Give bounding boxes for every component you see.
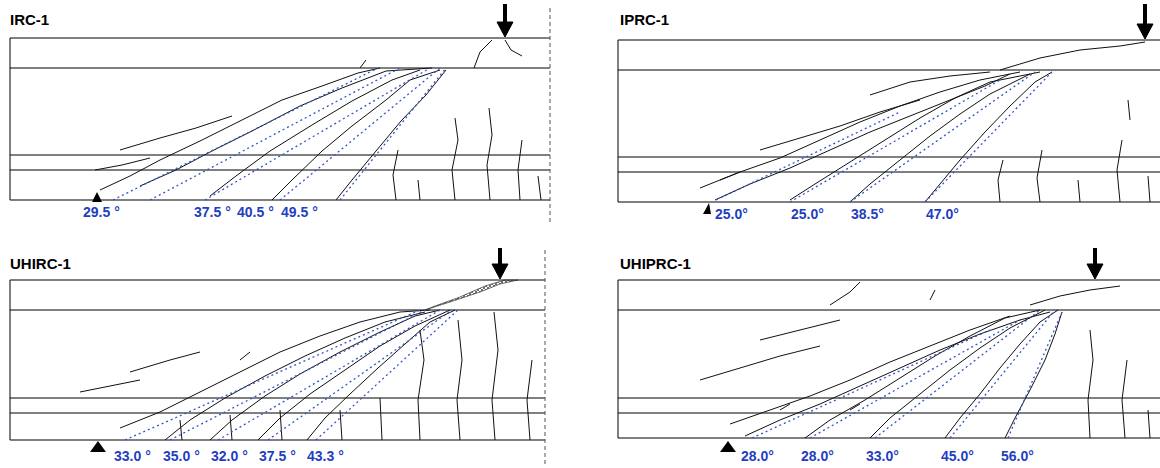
crack-angle-line [716, 72, 1052, 202]
load-arrow [492, 4, 1153, 279]
crack-angle-line [113, 68, 446, 200]
crack-pattern [80, 310, 532, 440]
specimen-title: IRC-1 [10, 12, 49, 29]
crack-angle: 40.5 ° [236, 205, 275, 220]
crack-angle: 33.0 ° [113, 449, 152, 464]
crack-angle-line [125, 310, 458, 440]
crack-angle: 25.0° [790, 207, 825, 222]
crack-angle: 29.5 ° [82, 205, 121, 220]
crack-angle-line [752, 310, 1062, 438]
crack-pattern [700, 282, 1150, 438]
crack-angle: 43.3 ° [306, 449, 345, 464]
crack-angle: 38.5° [850, 207, 885, 222]
support-triangle [90, 192, 736, 452]
crack-angle: 49.5 ° [280, 205, 319, 220]
crack-angle: 33.0° [865, 449, 900, 464]
crack-pattern [95, 40, 541, 200]
specimen-title: UHIPRC-1 [620, 256, 691, 273]
crack-angle: 47.0° [925, 207, 960, 222]
crack-pattern [700, 42, 1150, 202]
crack-angle: 28.0° [800, 449, 835, 464]
crack-angle: 32.0 ° [210, 449, 249, 464]
crack-angle: 28.0° [740, 449, 775, 464]
specimen-title: IPRC-1 [620, 12, 669, 29]
crack-angle: 45.0° [940, 449, 975, 464]
crack-angle: 35.0 ° [162, 449, 201, 464]
crushed-zone [425, 280, 518, 310]
specimen-title: UHIRC-1 [10, 256, 71, 273]
beam-outline [10, 8, 1160, 466]
crack-angle: 25.0° [714, 207, 749, 222]
crack-angle: 37.5 ° [258, 449, 297, 464]
crack-angle: 37.5 ° [193, 205, 232, 220]
crack-angle: 56.0° [1000, 449, 1035, 464]
